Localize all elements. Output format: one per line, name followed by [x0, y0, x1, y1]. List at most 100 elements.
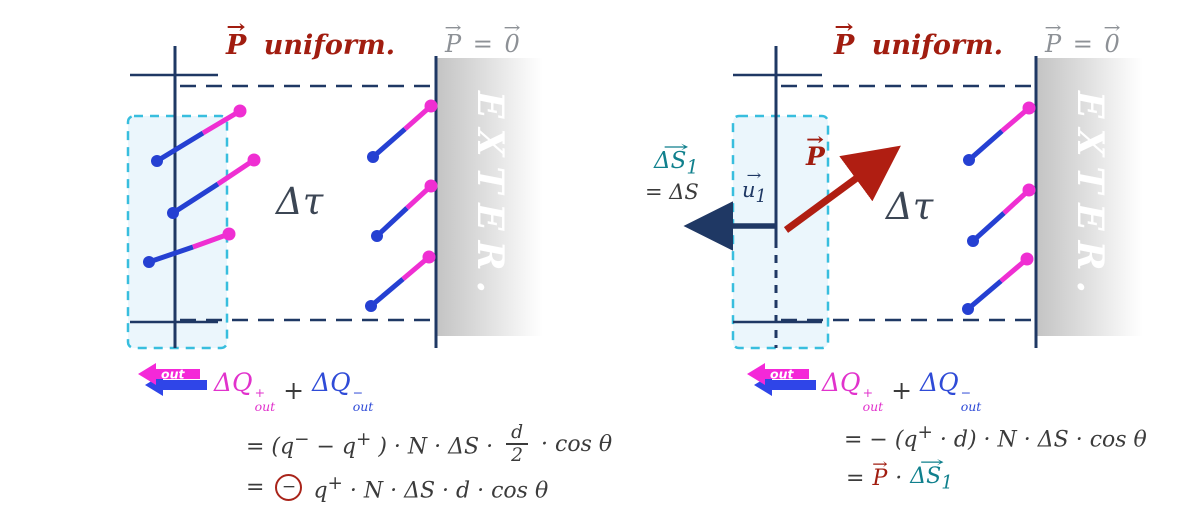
dq-subscript: out — [862, 399, 884, 414]
vector-arrow-icon: → — [1044, 18, 1062, 38]
right-delta-tau-label: Δτ — [886, 185, 934, 228]
p-letter: P — [445, 30, 462, 58]
dq-base: ΔQ — [920, 368, 959, 397]
dq-base: ΔQ — [214, 368, 253, 397]
zero-vector: → 0 — [1104, 19, 1121, 58]
fraction-d-over-2: d 2 — [506, 422, 529, 467]
p-letter: P — [834, 30, 855, 61]
exterior-region-right-panel: EXTER. — [1037, 58, 1143, 336]
plus-sign: + — [891, 376, 913, 406]
dipole — [143, 227, 236, 268]
p-vector: → P — [872, 457, 888, 492]
eq-fragment: q — [313, 478, 328, 504]
right-panel-dipoles — [962, 101, 1036, 315]
p-vector: → P — [806, 131, 825, 171]
dipole — [167, 153, 261, 219]
dipole — [367, 99, 438, 163]
u1-subscript: 1 — [755, 187, 767, 208]
ds1-label: → ΔS1 — [654, 138, 699, 178]
left-equation-block: ΔQ+out + ΔQ−out = (q− − q+ ) · N · ΔS · … — [214, 368, 612, 503]
dipole — [365, 250, 436, 312]
dq-base: ΔQ — [312, 368, 351, 397]
dq-subscript: out — [352, 399, 374, 414]
left-panel-dipoles — [143, 99, 438, 312]
p-vector: → P — [834, 18, 855, 61]
vector-arrow-icon: → — [806, 129, 825, 150]
dipole — [963, 101, 1036, 166]
eq-fragment: · N · ΔS · d · cos θ — [349, 478, 549, 504]
fraction-numerator: d — [506, 422, 529, 446]
equation-line-3: = − q+ · N · ΔS · d · cos θ — [246, 473, 612, 503]
u1-label: → u1 — [742, 169, 767, 208]
exterior-label: EXTER. — [1069, 90, 1111, 304]
vector-arrow-icon: → — [872, 455, 888, 474]
eq-superscript: + — [917, 421, 933, 443]
p-letter: P — [226, 30, 247, 61]
eq-fragment: · cos θ — [541, 431, 613, 457]
equation-line-2: = − (q+ · d) · N · ΔS · cos θ — [844, 422, 1147, 452]
polarization-vector-arrow — [783, 145, 901, 233]
zero-digit: 0 — [504, 30, 520, 58]
eq-superscript: − — [294, 429, 310, 451]
dipole — [967, 183, 1036, 247]
equation-line-3: = → P · → ΔS1 — [846, 455, 1147, 494]
vector-arrow-icon: → — [746, 168, 762, 185]
dq-superscript: + — [254, 385, 266, 401]
out-arrow-icon: out — [138, 363, 207, 396]
p-arrow-label: → P — [806, 131, 825, 171]
out-arrow-label: out — [770, 367, 794, 382]
eq-fragment: − q — [316, 434, 356, 460]
right-panel-boundaries — [731, 46, 1038, 350]
equals-sign: = — [246, 475, 265, 501]
dq-base: ΔQ — [822, 368, 861, 397]
ds1-vector: → ΔS1 — [654, 138, 699, 178]
control-volume-dashed-box — [126, 114, 229, 350]
equation-line-1: ΔQ+out + ΔQ−out — [214, 368, 612, 414]
eq-text: = − (q+ · d) · N · ΔS · cos θ — [844, 422, 1147, 452]
eq-fragment: = (q — [246, 434, 295, 460]
dq-superscript: − — [352, 385, 364, 401]
left-delta-tau-label: Δτ — [276, 180, 324, 223]
p-letter: P — [872, 466, 888, 492]
p-vector: → P — [226, 18, 247, 61]
right-p-uniform-label: → P uniform. — [834, 18, 1004, 61]
equals-sign: = — [1072, 30, 1093, 58]
vector-arrow-icon: → — [919, 453, 945, 472]
dq-subscript: out — [960, 399, 982, 414]
exterior-label: EXTER. — [469, 90, 511, 304]
zero-vector: → 0 — [504, 19, 521, 58]
uniform-text: uniform. — [871, 30, 1004, 61]
ds1-subscript: 1 — [941, 472, 953, 494]
ds1-equals-ds-label: = ΔS — [645, 180, 699, 204]
right-equation-block: ΔQ+out + ΔQ−out = − (q+ · d) · N · ΔS · … — [822, 368, 1147, 493]
fraction-denominator: 2 — [511, 445, 523, 467]
uniform-text: uniform. — [263, 30, 396, 61]
plus-sign: + — [283, 376, 305, 406]
eq-superscript: + — [327, 472, 343, 494]
left-p-zero-label: → P = → 0 — [445, 19, 521, 58]
dq-plus-out-term: ΔQ+out — [214, 368, 275, 414]
vector-arrow-icon: → — [444, 18, 462, 38]
p-letter: P — [1045, 30, 1062, 58]
dipole — [371, 179, 438, 242]
dq-superscript: − — [960, 385, 972, 401]
circled-minus-sign: − — [275, 474, 303, 502]
dq-minus-out-term: ΔQ−out — [920, 368, 981, 414]
ds1-base: ΔS — [654, 148, 687, 174]
minus-sign: − — [281, 477, 297, 498]
ds1-base: ΔS — [910, 464, 942, 490]
control-volume-dashed-box — [731, 114, 830, 350]
vector-arrow-icon: → — [226, 16, 246, 38]
vector-arrow-icon: → — [1103, 18, 1121, 38]
eq-superscript: + — [355, 429, 372, 451]
equation-line-1: ΔQ+out + ΔQ−out — [822, 368, 1147, 414]
p-vector: → P — [1045, 19, 1062, 58]
dipole — [962, 252, 1034, 315]
dot-operator: · — [895, 466, 903, 492]
eq-fragment: ) · N · ΔS · — [378, 434, 494, 460]
p-letter: P — [806, 142, 825, 171]
exterior-region-left-panel: EXTER. — [437, 58, 543, 336]
eq-text: q+ · N · ΔS · d · cos θ — [313, 473, 548, 503]
